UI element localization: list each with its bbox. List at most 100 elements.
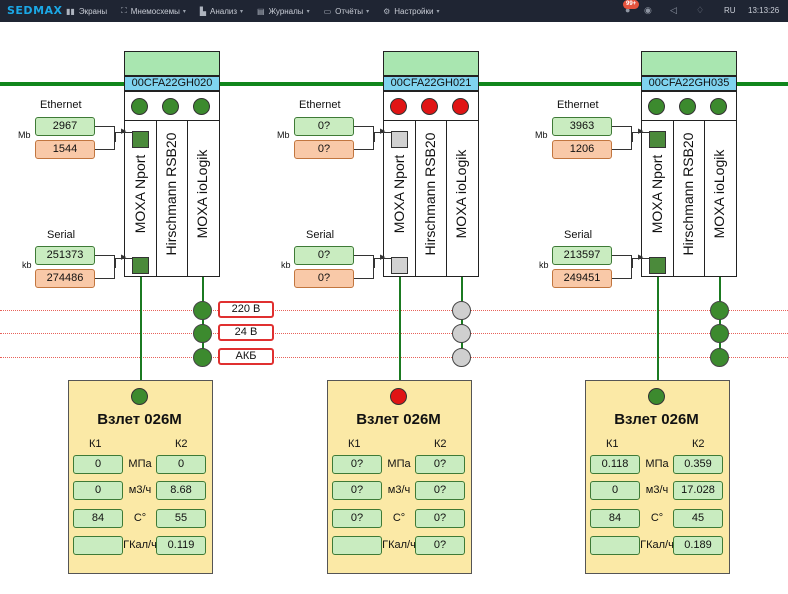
meter-link-line (140, 277, 142, 392)
meter-k1-value[interactable] (332, 536, 382, 555)
cabinet-id[interactable]: 00CFA22GH020 (124, 76, 220, 91)
power-status-led[interactable] (710, 301, 729, 320)
ethernet-tx-value[interactable]: 1544 (35, 140, 95, 159)
nav-item-mnemo[interactable]: ⛶ Мнемосхемы ▾ (121, 6, 186, 16)
module-status-led[interactable] (421, 98, 438, 115)
meter-k1-value[interactable]: 84 (590, 509, 640, 528)
cabinet-body[interactable] (383, 91, 479, 277)
meter-k1-value[interactable]: 0 (73, 481, 123, 500)
meter-k2-value[interactable]: 17.028 (673, 481, 723, 500)
ethernet-port[interactable] (391, 131, 408, 148)
meter-k1-value[interactable] (73, 536, 123, 555)
meter-k2-label: К2 (175, 438, 188, 450)
eye-off-icon[interactable]: ◉ (644, 5, 652, 15)
meter-k1-value[interactable]: 0? (332, 509, 382, 528)
meter-k1-value[interactable]: 0 (73, 455, 123, 474)
serial-rx-value[interactable]: 251373 (35, 246, 95, 265)
ethernet-port[interactable] (132, 131, 149, 148)
meter-k1-value[interactable]: 0.118 (590, 455, 640, 474)
cabinet-id[interactable]: 00CFA22GH035 (641, 76, 737, 91)
serial-rx-value[interactable]: 213597 (552, 246, 612, 265)
language-switch[interactable]: RU (724, 6, 736, 15)
power-tag-220v[interactable]: 220 В (218, 301, 274, 318)
nav-item-journals[interactable]: ▤ Журналы ▾ (257, 7, 310, 16)
nav-item-screens[interactable]: ▮▮ Экраны (66, 7, 107, 16)
meter-k2-value[interactable]: 0? (415, 509, 465, 528)
power-status-led[interactable] (193, 324, 212, 343)
module-label: MOXA ioLogik (194, 149, 210, 239)
meter-k2-value[interactable]: 0? (415, 536, 465, 555)
app-logo[interactable]: SEDMAX (7, 4, 63, 17)
meter-unit-label: С° (133, 512, 147, 524)
ethernet-label: Ethernet (299, 99, 341, 111)
power-status-led[interactable] (193, 301, 212, 320)
serial-port[interactable] (649, 257, 666, 274)
meter-status-led[interactable] (648, 388, 665, 405)
nav-item-reports[interactable]: ▭ Отчёты ▾ (324, 7, 370, 16)
serial-rx-value[interactable]: 0? (294, 246, 354, 265)
serial-port[interactable] (391, 257, 408, 274)
cabinet-body[interactable] (124, 91, 220, 277)
meter-k2-value[interactable]: 55 (156, 509, 206, 528)
module-status-led[interactable] (131, 98, 148, 115)
module-status-led[interactable] (390, 98, 407, 115)
meter-status-led[interactable] (131, 388, 148, 405)
chevron-down-icon: ▾ (366, 8, 370, 15)
ethernet-tx-value[interactable]: 1206 (552, 140, 612, 159)
notifications-icon[interactable]: ● (625, 5, 631, 15)
meter-k2-value[interactable]: 0.359 (673, 455, 723, 474)
meter-k1-label: К1 (606, 438, 619, 450)
ethernet-port[interactable] (649, 131, 666, 148)
serial-tx-value[interactable]: 249451 (552, 269, 612, 288)
ethernet-rx-value[interactable]: 2967 (35, 117, 95, 136)
meter-k1-value[interactable]: 0? (332, 481, 382, 500)
meter-k2-value[interactable]: 8.68 (156, 481, 206, 500)
meter-k2-value[interactable]: 0.189 (673, 536, 723, 555)
cabinet-divider (125, 120, 219, 121)
meter-k2-value[interactable]: 0.119 (156, 536, 206, 555)
module-status-led[interactable] (452, 98, 469, 115)
power-status-led[interactable] (710, 324, 729, 343)
meter-k1-value[interactable]: 0 (590, 481, 640, 500)
serial-port[interactable] (132, 257, 149, 274)
cabinet-divider (415, 120, 416, 276)
module-status-led[interactable] (710, 98, 727, 115)
nav-item-settings[interactable]: ⚙ Настройки ▾ (383, 7, 439, 16)
cabinet-id[interactable]: 00CFA22GH021 (383, 76, 479, 91)
ethernet-tx-value[interactable]: 0? (294, 140, 354, 159)
power-status-led[interactable] (193, 348, 212, 367)
clock: 13:13:26 (748, 6, 780, 15)
meter-k1-value[interactable] (590, 536, 640, 555)
power-status-led[interactable] (452, 348, 471, 367)
serial-tx-value[interactable]: 0? (294, 269, 354, 288)
nav-item-analysis[interactable]: ▙ Анализ ▾ (200, 7, 243, 16)
sound-icon[interactable]: ◁ (670, 5, 677, 15)
bell-icon[interactable]: ♢ (696, 5, 705, 15)
meter-k1-value[interactable]: 84 (73, 509, 123, 528)
meter-k2-value[interactable]: 0 (156, 455, 206, 474)
power-tag-akb[interactable]: АКБ (218, 348, 274, 365)
arrow-right-icon: ▶ (121, 128, 127, 135)
module-status-led[interactable] (162, 98, 179, 115)
ethernet-rx-value[interactable]: 3963 (552, 117, 612, 136)
meter-unit-label: ГКал/ч (382, 539, 416, 551)
ethernet-rx-value[interactable]: 0? (294, 117, 354, 136)
cabinet-body[interactable] (641, 91, 737, 277)
power-status-led[interactable] (452, 324, 471, 343)
module-status-led[interactable] (193, 98, 210, 115)
cabinet-divider (673, 120, 674, 276)
meter-status-led[interactable] (390, 388, 407, 405)
power-status-led[interactable] (710, 348, 729, 367)
meter-link-line (399, 277, 401, 392)
module-status-led[interactable] (648, 98, 665, 115)
meter-k2-value[interactable]: 0? (415, 481, 465, 500)
power-status-led[interactable] (452, 301, 471, 320)
meter-k2-value[interactable]: 0? (415, 455, 465, 474)
power-tag-24v[interactable]: 24 В (218, 324, 274, 341)
meter-k2-value[interactable]: 45 (673, 509, 723, 528)
serial-tx-value[interactable]: 274486 (35, 269, 95, 288)
meter-k1-value[interactable]: 0? (332, 455, 382, 474)
module-status-led[interactable] (679, 98, 696, 115)
cabinet-header (124, 51, 220, 76)
kb-unit-label: kb (281, 260, 291, 270)
